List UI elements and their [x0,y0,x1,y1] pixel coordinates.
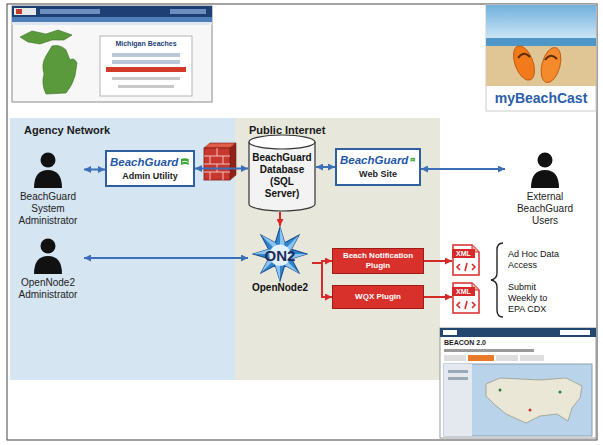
person-icon [530,152,560,188]
plugin-box: Beach Notification Plugin [332,248,424,274]
note-label: Michigan Beaches [106,40,186,48]
plugin-label: WQX Plugin [355,292,401,302]
connector [84,169,105,171]
plugin-label: Beach Notification Plugin [335,251,421,271]
actor: External BeachGuard Users [505,152,585,227]
note-label: Ad Hoc Data Access [508,249,564,271]
network-zone: Agency NetworkBeachGuard System Administ… [10,118,235,380]
connector [84,257,248,259]
label-holder: BEACON 2.0 [444,339,544,347]
network-zone: Public InternetBeachGuard Database (SQL … [235,118,440,380]
actor-label: OpenNode2 Administrator [12,277,84,301]
note-label: BEACON 2.0 [444,339,544,347]
label-holder: Ad Hoc Data Access [508,249,564,271]
note-label: myBeachCast [486,90,596,107]
connector [421,168,505,170]
connector [424,296,452,298]
logo-text: BeachGuard [340,153,408,167]
connector [195,168,248,170]
opennode2-icon: ON2OpenNode2 [248,226,312,300]
zone-label: Agency Network [10,118,235,137]
label-holder: Michigan Beaches [106,40,186,48]
file-outline [452,282,480,314]
plugin-box: WQX Plugin [332,285,424,309]
mybeachcast-logo-image [486,5,596,111]
note-label: Submit Weekly to EPA CDX [508,282,564,315]
file-type-label: XML [452,287,480,296]
logo-flag [180,157,190,167]
database-label: BeachGuard Database (SQL Server) [252,152,312,200]
zone-label: Public Internet [235,118,440,137]
logo-row: BeachGuard [110,155,190,169]
box-label: Web Site [340,169,416,180]
actor-label: External BeachGuard Users [505,191,585,227]
person-icon [33,152,63,188]
xml-file-icon: XML [452,282,480,314]
logo-text: BeachGuard [110,155,178,169]
michigan-site-screenshot [12,6,212,102]
connector [312,263,332,297]
box-label: Admin Utility [110,171,190,182]
application-box: BeachGuardAdmin Utility [105,150,195,187]
firewall-icon [204,143,236,180]
xml-file-icon: XML [452,244,480,276]
connector [424,260,452,262]
application-box: BeachGuardWeb Site [335,148,421,186]
icon-label: OpenNode2 [248,282,312,294]
actor: OpenNode2 Administrator [12,238,84,301]
bracket [491,243,503,317]
label-holder: myBeachCast [486,90,596,107]
connector [316,166,335,168]
actor-label: BeachGuard System Administrator [12,191,84,227]
person-icon [33,238,63,274]
actor: BeachGuard System Administrator [12,152,84,227]
file-outline [452,244,480,276]
icon-text: ON2 [248,247,312,264]
database-cylinder: BeachGuard Database (SQL Server) [248,134,316,212]
file-type-label: XML [452,249,480,258]
label-holder: Submit Weekly to EPA CDX [508,282,564,315]
beacon-site-screenshot [440,328,596,438]
outer-frame [7,4,597,440]
logo-row: BeachGuard [340,153,416,167]
connector [279,212,281,226]
logo-flag [410,155,416,165]
